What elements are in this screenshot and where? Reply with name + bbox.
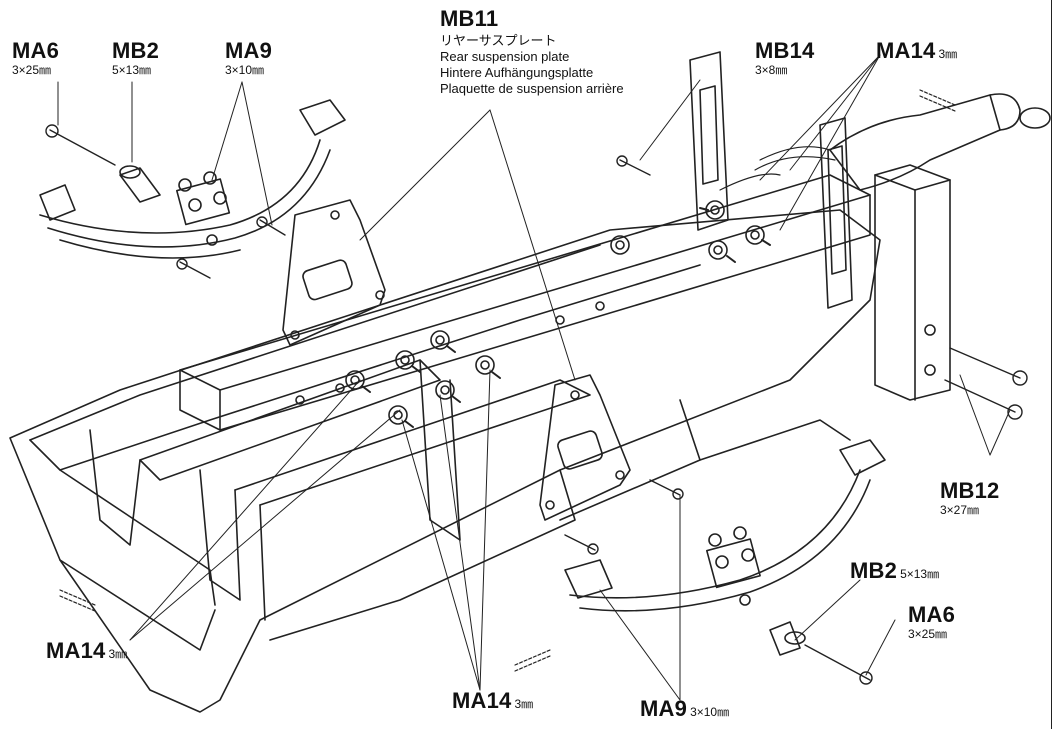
bushing-left (119, 165, 161, 203)
part-label-mb14: MB14 3×8㎜ (755, 38, 815, 77)
page-edge-line (1051, 0, 1052, 729)
part-code: MA14 (46, 638, 106, 663)
part-code: MB2 (850, 558, 898, 583)
part-name-jp: リヤーサスプレート (440, 33, 557, 48)
part-code: MB14 (755, 38, 815, 63)
part-label-ma6-left: MA6 3×25㎜ (12, 38, 60, 77)
part-size: 3×10㎜ (225, 63, 265, 77)
screws (45, 124, 1028, 685)
part-name-fr: Plaquette de suspension arrière (440, 81, 624, 96)
part-size: 3㎜ (108, 647, 128, 661)
part-label-mb12: MB12 3×27㎜ (940, 478, 1000, 517)
rear-suspension-plate-right (539, 374, 631, 521)
bushing-right (769, 621, 806, 656)
part-label-mb11: MB11 リヤーサスプレート Rear suspension plate Hin… (440, 8, 624, 97)
part-size: 3㎜ (938, 47, 958, 61)
part-size: 5×13㎜ (900, 567, 940, 581)
support-posts (689, 51, 853, 309)
nuts (345, 200, 765, 425)
wiring (719, 146, 836, 191)
part-size: 3×25㎜ (908, 627, 948, 641)
motor (829, 93, 1051, 191)
part-name-en: Rear suspension plate (440, 49, 570, 64)
part-code: MA14 (876, 38, 936, 63)
part-size: 3㎜ (514, 697, 534, 711)
chassis-frame (9, 209, 881, 713)
part-code: MA6 (12, 38, 60, 63)
part-code: MA6 (908, 602, 956, 627)
leaf-spring-right (564, 439, 886, 612)
insertion-arrows (361, 207, 771, 428)
rear-suspension-plate-left (282, 199, 386, 346)
part-size: 5×13㎜ (112, 63, 152, 77)
part-code: MA14 (452, 688, 512, 713)
leaf-spring-left (39, 99, 346, 259)
rear-upright-box (874, 164, 951, 401)
part-size: 3×8㎜ (755, 63, 788, 77)
loose-springs (59, 89, 956, 672)
part-name-de: Hintere Aufhängungsplatte (440, 65, 594, 80)
part-code: MB12 (940, 478, 1000, 503)
part-size: 3×10㎜ (690, 705, 730, 719)
part-label-ma9-left: MA9 3×10㎜ (225, 38, 273, 77)
leader-lines (57, 54, 1011, 701)
upper-crossmember (179, 174, 871, 431)
part-size: 3×25㎜ (12, 63, 52, 77)
part-code: MA9 (225, 38, 273, 63)
part-size: 3×27㎜ (940, 503, 980, 517)
part-label-mb2-left: MB2 5×13㎜ (112, 38, 160, 77)
part-code: MB2 (112, 38, 160, 63)
part-code: MB11 (440, 6, 499, 31)
part-code: MA9 (640, 696, 688, 721)
part-label-ma6-right: MA6 3×25㎜ (908, 602, 956, 641)
